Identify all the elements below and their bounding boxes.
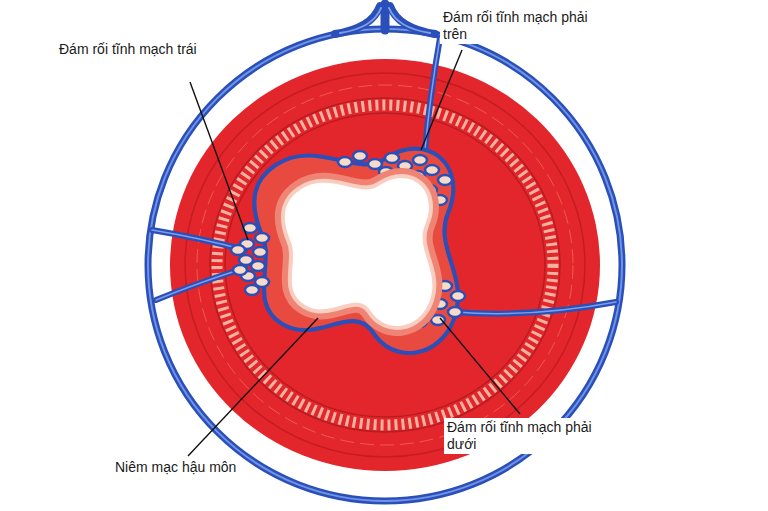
anal-mucosa — [285, 178, 433, 326]
plexus-cell — [255, 233, 269, 243]
venous-plexus — [231, 151, 465, 327]
plexus-cell — [448, 307, 462, 317]
plexus-cell — [451, 291, 465, 301]
plexus-zone — [254, 149, 458, 353]
muscle-fibre — [185, 73, 585, 457]
plexus-cell — [438, 175, 452, 185]
anal-lumen — [285, 178, 433, 326]
outer-vein-ring — [148, 29, 622, 501]
leader-line — [190, 82, 248, 240]
outer-vein-highlight — [148, 29, 622, 501]
muscle-fibre — [197, 85, 573, 445]
leader-line — [421, 50, 462, 150]
plexus-cell — [431, 315, 445, 325]
top-vessel — [335, 4, 435, 34]
plexus-cell — [353, 151, 367, 161]
muscle-layer — [170, 59, 600, 471]
plexus-cell — [413, 155, 427, 165]
plexus-cell — [425, 165, 439, 175]
plexus-cell — [231, 245, 245, 255]
muscle-fibre — [225, 113, 545, 417]
plexus-cell — [368, 159, 382, 169]
plexus-cell — [385, 153, 399, 163]
callout-label: Đám rối tĩnh mạch phải dưới — [444, 418, 610, 454]
callout-label: Đám rối tĩnh mạch phải trên — [440, 8, 594, 44]
plexus-cell — [253, 247, 267, 257]
leader-line — [188, 318, 318, 456]
plexus-cell — [233, 265, 247, 275]
callout-label: Đám rối tĩnh mạch trái — [56, 40, 210, 59]
plexus-cell — [338, 157, 352, 167]
sphincter-band — [217, 105, 553, 425]
callout-label: Niêm mạc hậu môn — [112, 458, 239, 477]
leader-line — [440, 318, 520, 414]
plexus-cell — [251, 261, 265, 271]
plexus-cell — [245, 285, 259, 295]
leader-lines — [188, 50, 520, 456]
mucosa-inner — [285, 178, 433, 326]
muscle-fibre — [210, 98, 560, 432]
